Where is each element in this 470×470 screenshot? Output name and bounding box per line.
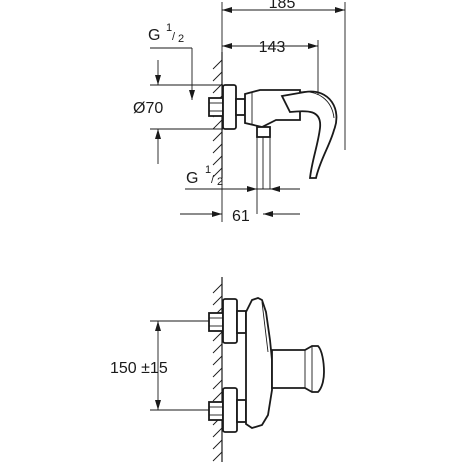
dimension-61: 61	[180, 178, 300, 225]
thread-dimension-top: G 1 / 2	[148, 22, 195, 100]
thread-bottom-slash: /	[211, 174, 215, 186]
thread-bottom-den: 2	[217, 176, 223, 188]
thread-bottom-num: 1	[205, 164, 211, 176]
dimension-diameter-70: Ø70	[133, 60, 223, 164]
mixer-side-outline	[208, 84, 338, 179]
dim-diameter-label: Ø70	[133, 100, 163, 117]
thread-top-num: 1	[166, 22, 172, 34]
dimension-185: 185	[221, 0, 346, 150]
dim-143-label: 143	[259, 39, 286, 56]
front-view: 150 ±15	[110, 277, 325, 462]
thread-dimension-bottom: G 1 / 2	[185, 137, 300, 214]
dimension-143: 143	[222, 39, 319, 95]
dimension-150: 150 ±15	[110, 320, 209, 411]
dim-61-label: 61	[232, 208, 250, 225]
side-view: 185 143 G 1 / 2 Ø70	[133, 0, 346, 225]
thread-bottom-letter: G	[186, 170, 198, 187]
dim-150-label: 150 ±15	[110, 360, 168, 377]
mixer-front-outline	[208, 297, 325, 433]
wall-hatching-bottom	[212, 277, 223, 462]
thread-top-den: 2	[178, 33, 184, 45]
thread-top-slash: /	[172, 31, 176, 43]
thread-top-letter: G	[148, 27, 160, 44]
dim-185-label: 185	[269, 0, 296, 12]
